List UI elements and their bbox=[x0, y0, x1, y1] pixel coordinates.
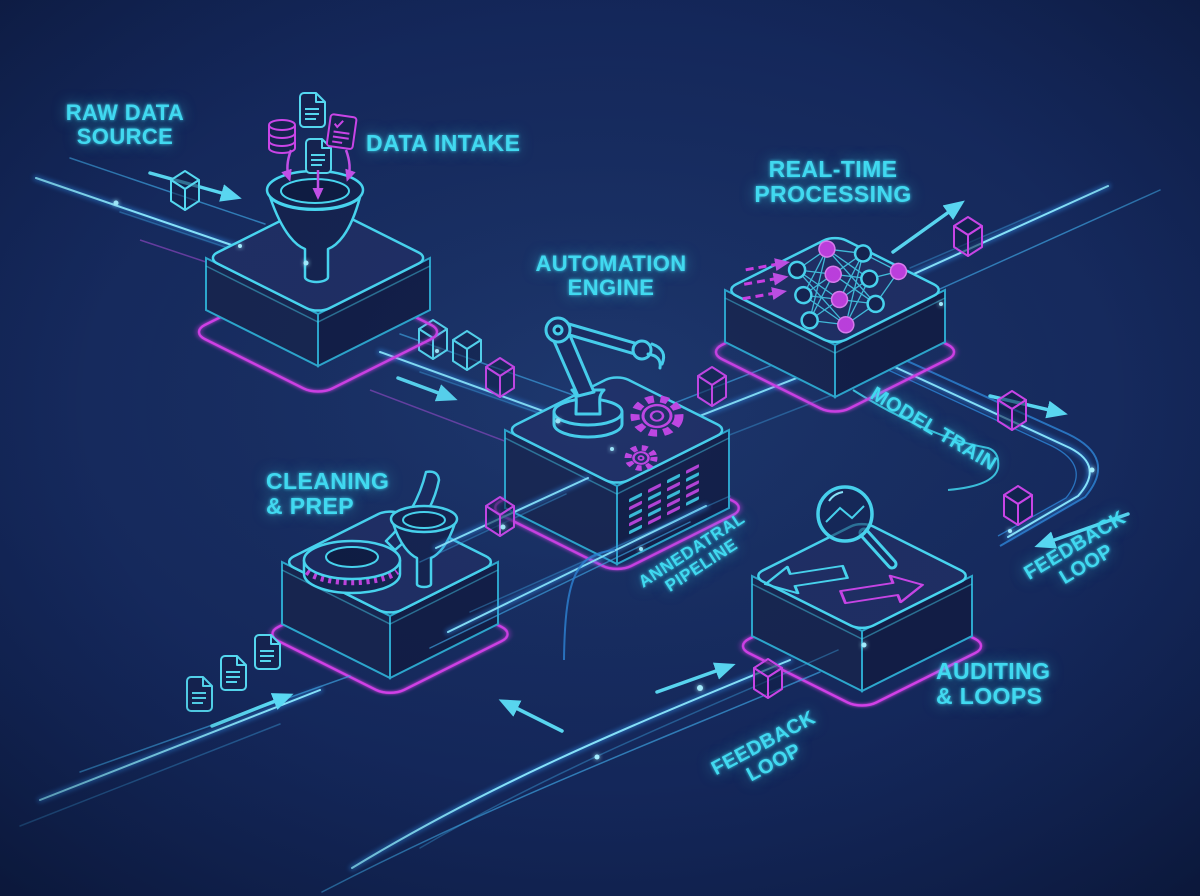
label-raw-data-source: RAW DATA SOURCE bbox=[65, 100, 185, 149]
label-automation-engine: AUTOMATION ENGINE bbox=[535, 251, 687, 300]
label-real-time-processing: REAL-TIME PROCESSING bbox=[754, 156, 912, 207]
label-data-intake: DATA INTAKE bbox=[366, 130, 521, 156]
label-cleaning-prep: CLEANING & PREP bbox=[266, 468, 390, 519]
label-auditing-loops: AUDITING & LOOPS bbox=[936, 658, 1051, 709]
